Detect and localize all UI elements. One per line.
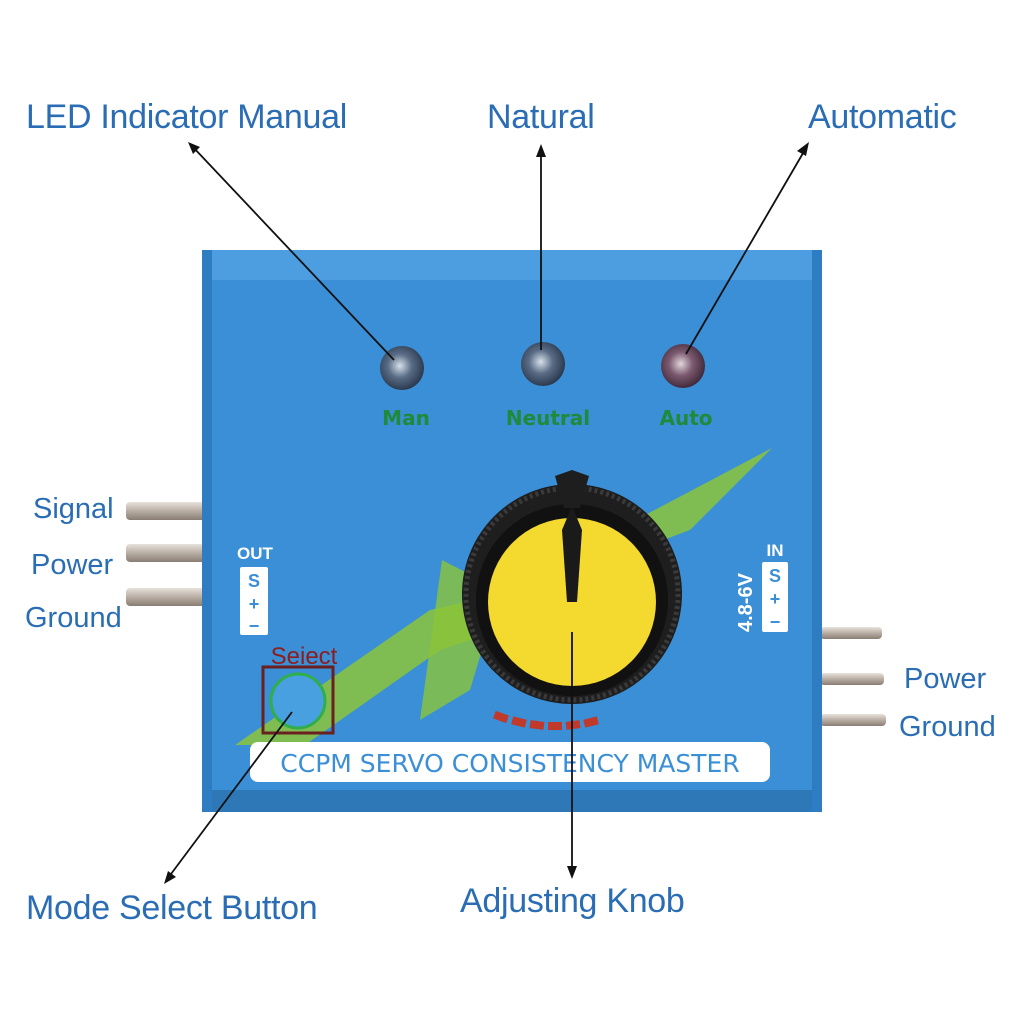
callout-adjusting-knob: Adjusting Knob: [460, 882, 685, 920]
left-pin-header: [126, 502, 208, 606]
led-label-auto: Auto: [659, 406, 712, 430]
out-pin-minus: −: [249, 616, 260, 636]
signal-pin: [126, 502, 208, 520]
in-pin-minus: −: [770, 612, 781, 632]
power-pin-right: [820, 673, 884, 685]
right-pin-header: [820, 627, 886, 726]
signal-pin-right: [820, 627, 882, 639]
right-pin-label-ground: Ground: [899, 711, 996, 743]
in-pin-s: S: [769, 566, 781, 586]
out-label: OUT: [237, 544, 274, 563]
right-pin-label-power: Power: [904, 663, 987, 695]
ground-pin-left: [126, 588, 208, 606]
callout-natural: Natural: [487, 98, 595, 136]
left-pin-label-power: Power: [31, 549, 114, 581]
adjusting-knob[interactable]: [462, 470, 682, 704]
knob-range-marks: [493, 710, 599, 730]
select-button-frame: [261, 665, 335, 735]
out-pin-s: S: [248, 571, 260, 591]
voltage-label: 4.8-6V: [735, 572, 757, 632]
left-pin-label-signal: Signal: [33, 493, 114, 525]
left-pin-label-ground: Ground: [25, 602, 122, 634]
callout-arrows: [164, 142, 809, 884]
in-label: IN: [767, 541, 784, 560]
power-pin-left: [126, 544, 208, 562]
out-pin-plus: +: [249, 594, 260, 614]
led-label-man: Man: [382, 406, 430, 430]
callout-mode-select-button: Mode Select Button: [26, 889, 318, 927]
led-label-neutral: Neutral: [506, 406, 590, 430]
led-auto: [661, 344, 705, 388]
product-name: CCPM SERVO CONSISTENCY MASTER: [280, 749, 739, 778]
callout-led-indicator-manual: LED Indicator Manual: [26, 98, 347, 136]
product-name-bar: [250, 742, 770, 782]
select-button[interactable]: [269, 672, 327, 730]
ground-pin-right: [820, 714, 886, 726]
callout-automatic: Automatic: [808, 98, 957, 136]
led-neutral: [521, 342, 565, 386]
in-pin-plus: +: [770, 589, 781, 609]
